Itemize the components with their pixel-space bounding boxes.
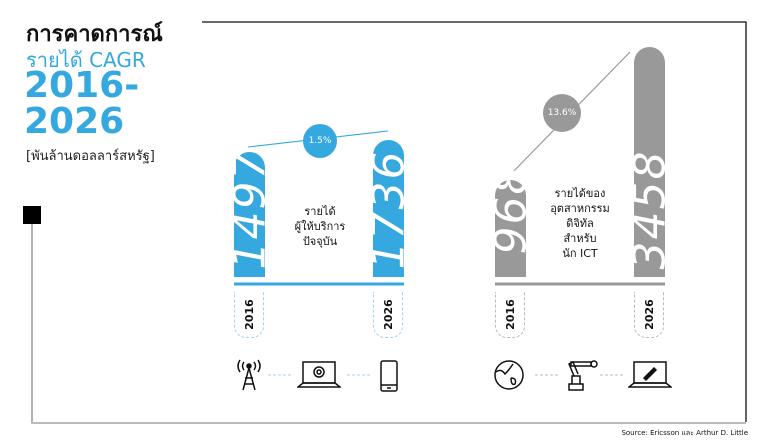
laptop-rocket-icon bbox=[628, 361, 672, 388]
desc-line: นัก ICT bbox=[562, 247, 598, 260]
bar-2016: 968 bbox=[485, 165, 536, 277]
black-square bbox=[23, 206, 41, 224]
desc-line: อุตสาหกรรม bbox=[550, 202, 610, 215]
year-text: 2016 bbox=[503, 299, 517, 330]
robot-arm-icon bbox=[568, 360, 598, 391]
desc-line: ผู้ให้บริการ bbox=[294, 220, 346, 233]
year-label: 2016 bbox=[495, 292, 525, 338]
year-text: 2016 bbox=[242, 299, 256, 330]
title-line2: รายได้ CAGR bbox=[26, 48, 146, 72]
desc-line: ดิจิทัล bbox=[566, 217, 594, 230]
desc-line: สำหรับ bbox=[563, 232, 597, 245]
year-text: 2026 bbox=[381, 299, 395, 330]
bar-value-label: 968 bbox=[485, 164, 537, 255]
smartphone-icon bbox=[380, 360, 398, 392]
title-years: 2016-2026 bbox=[24, 65, 140, 142]
bar-2026: 1736 bbox=[363, 140, 414, 277]
year-label: 2016 bbox=[234, 292, 264, 338]
desc-line: รายได้ bbox=[304, 205, 336, 218]
bar-2026: 3458 bbox=[624, 47, 675, 277]
laptop-email-icon bbox=[297, 361, 341, 388]
globe-icon bbox=[494, 360, 524, 390]
desc-line: รายได้ของ bbox=[554, 187, 606, 200]
bar-value-label: 1736 bbox=[363, 149, 415, 270]
bar-value-label: 1497 bbox=[224, 149, 276, 270]
desc-left: รายได้ ผู้ให้บริการ ปัจจุบัน bbox=[290, 204, 350, 249]
cagr-badge: 1.5% bbox=[303, 124, 337, 158]
title-unit: [พันล้านดอลลาร์สหรัฐ] bbox=[26, 149, 155, 164]
source-note: Source: Ericsson และ Arthur D. Little bbox=[621, 429, 748, 437]
bar-2016: 1497 bbox=[224, 150, 275, 277]
bar-value-label: 3458 bbox=[624, 149, 676, 270]
year-text: 2026 bbox=[642, 299, 656, 330]
desc-right: รายได้ของ อุตสาหกรรม ดิจิทัล สำหรับ นัก … bbox=[540, 186, 620, 261]
year-label: 2026 bbox=[634, 292, 664, 338]
desc-line: ปัจจุบัน bbox=[302, 235, 338, 248]
year-label: 2026 bbox=[373, 292, 403, 338]
cagr-badge: 13.6% bbox=[543, 94, 581, 132]
title-line1: การคาดการณ์ bbox=[26, 22, 163, 47]
cell-tower-icon bbox=[237, 359, 261, 391]
